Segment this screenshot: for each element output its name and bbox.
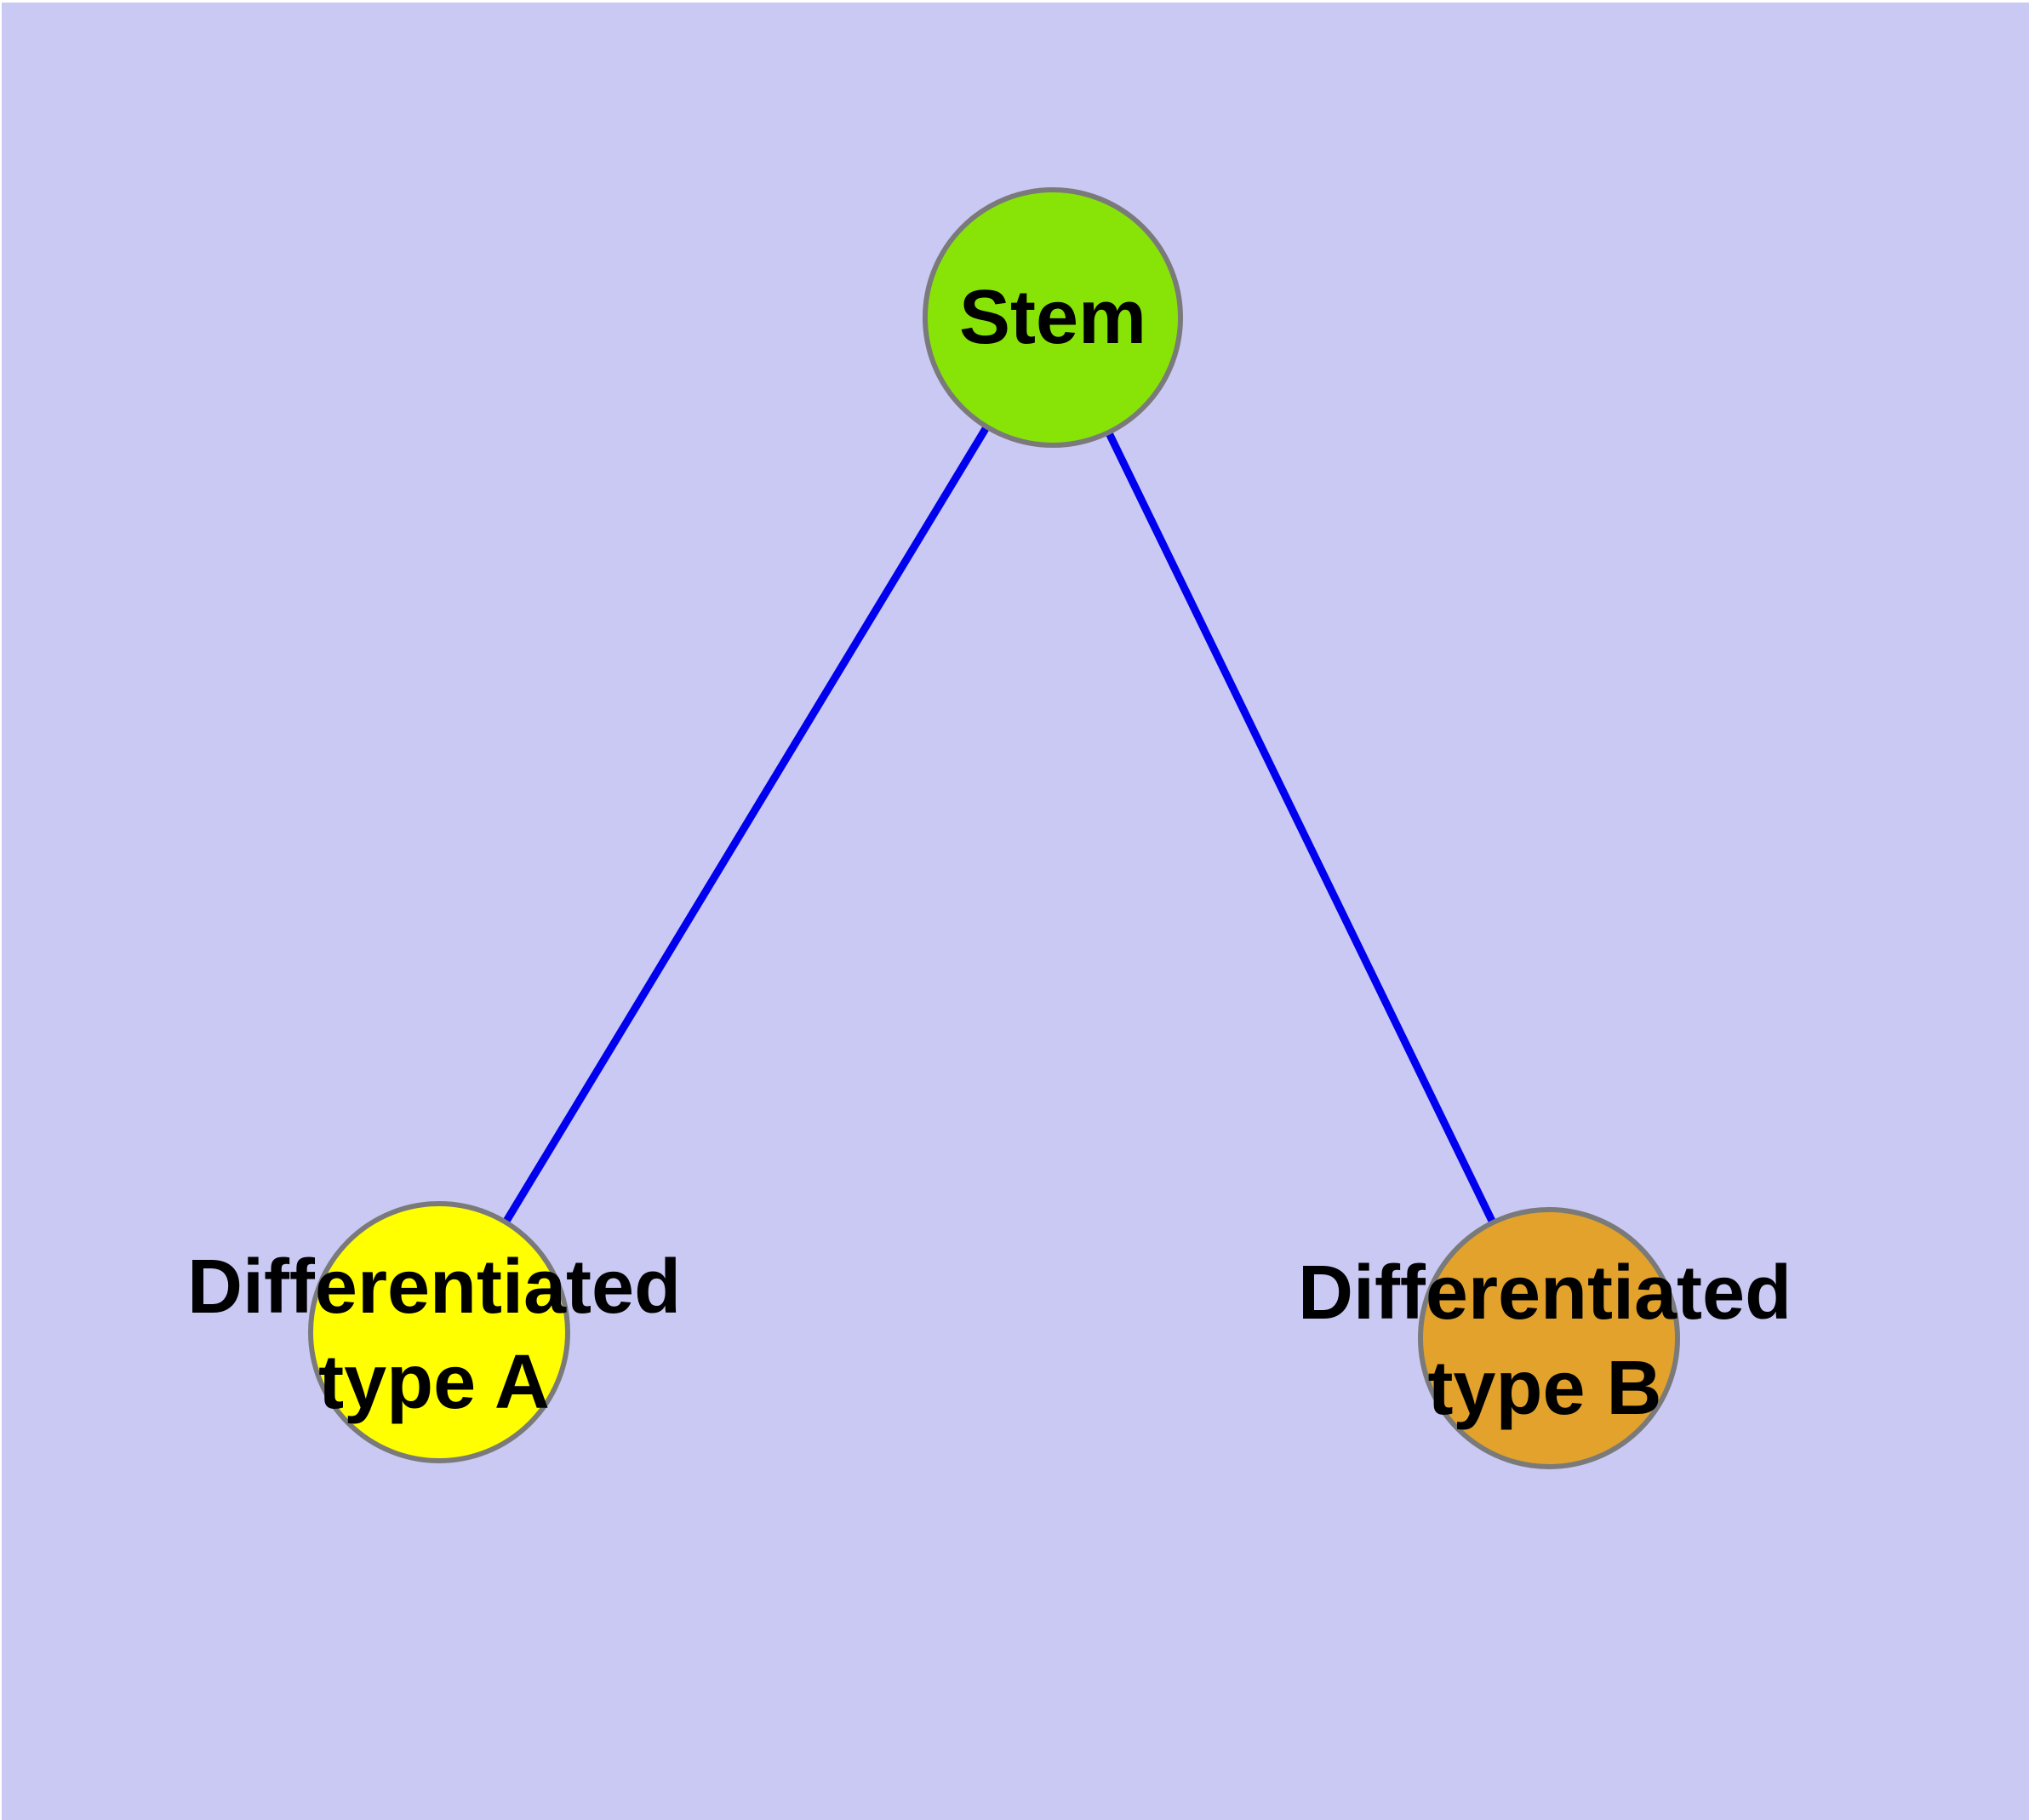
edge-stem-to-type-b [1049,316,1553,1340]
node-type-b-label-line1: Differentiated [1297,1251,1792,1336]
node-type-a-label: Differentiated type A [187,1239,681,1430]
node-stem-label: Stem [959,270,1146,365]
node-type-a-label-line1: Differentiated [186,1245,682,1330]
node-type-b-circle [1418,1207,1680,1469]
node-stem-circle [923,187,1183,448]
node-type-b-label: Differentiated type B [1298,1245,1792,1436]
node-stem-label-text: Stem [958,275,1147,360]
node-type-a-label-line2: type A [318,1340,550,1425]
edge-stem-to-type-a [436,315,1056,1335]
node-type-b-label-line2: type B [1427,1346,1662,1431]
node-type-a-circle [308,1201,570,1463]
